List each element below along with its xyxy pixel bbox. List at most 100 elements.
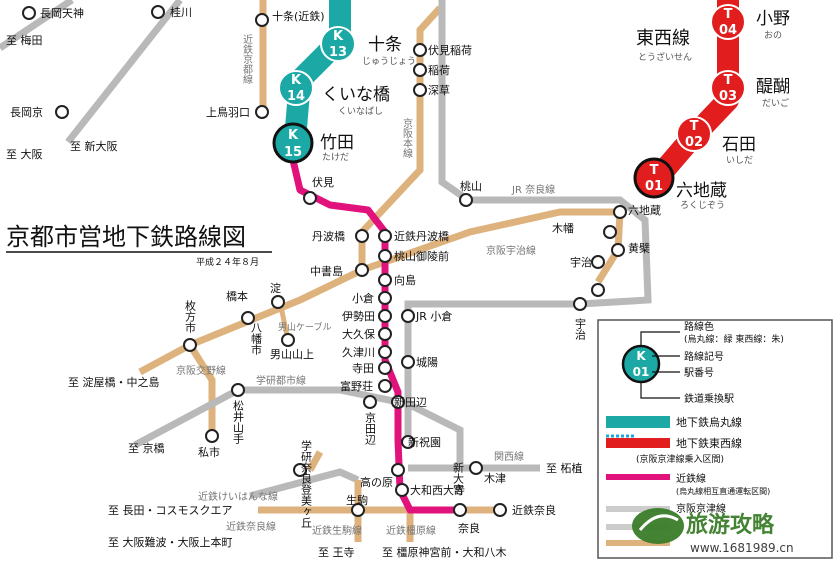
station-marker[interactable] xyxy=(241,311,255,325)
station-marker[interactable] xyxy=(355,229,369,243)
station-marker[interactable] xyxy=(453,503,467,517)
watermark-name: 旅游攻略 xyxy=(686,512,775,538)
station-marker[interactable] xyxy=(413,83,427,97)
station-marker[interactable] xyxy=(281,333,295,347)
station-label: JR 小倉 xyxy=(415,309,452,323)
station-number: 15 xyxy=(284,145,302,160)
station-label: 男山山上 xyxy=(270,348,314,361)
station-reading-takeda: たけだ xyxy=(322,152,349,163)
station-code: T xyxy=(650,163,659,178)
station-marker[interactable] xyxy=(255,13,269,27)
station-label: 富野荘 xyxy=(340,379,373,393)
station-marker[interactable] xyxy=(603,225,617,239)
line-label: 近鉄奈良線 xyxy=(226,520,276,533)
station-reading-ono: おの xyxy=(764,30,782,41)
station-marker[interactable] xyxy=(493,503,507,517)
station-marker[interactable] xyxy=(351,503,365,517)
station-marker[interactable] xyxy=(378,379,392,393)
station-marker[interactable] xyxy=(255,105,269,119)
station-marker[interactable] xyxy=(293,463,307,477)
station-marker[interactable] xyxy=(378,273,392,287)
station-marker[interactable] xyxy=(22,6,36,20)
station-label: 生駒 xyxy=(346,493,368,507)
station-marker[interactable] xyxy=(391,463,405,477)
station-marker[interactable] xyxy=(413,43,427,57)
station-marker[interactable] xyxy=(378,291,392,305)
station-label: 大久保 xyxy=(342,327,375,341)
station-marker[interactable] xyxy=(591,283,605,297)
station-label: 枚方市 xyxy=(184,299,197,334)
watermark-url: www.1681989.cn xyxy=(690,541,794,555)
keihan-katano-line xyxy=(187,343,216,430)
station-marker[interactable] xyxy=(378,345,392,359)
legend-private-swatch xyxy=(606,540,670,546)
station-label: 寺田 xyxy=(352,362,374,375)
legend-tozai-note: (京阪京津線乗入区間) xyxy=(636,453,724,465)
tozai-station-t01[interactable]: T 01 xyxy=(633,157,675,199)
station-marker[interactable] xyxy=(613,205,627,219)
station-marker[interactable] xyxy=(231,383,245,397)
station-code: K xyxy=(291,73,302,88)
station-label: 私市 xyxy=(198,445,220,459)
station-marker[interactable] xyxy=(401,355,415,369)
station-marker[interactable] xyxy=(401,309,415,323)
station-marker[interactable] xyxy=(363,395,377,409)
station-marker[interactable] xyxy=(378,309,392,323)
station-marker[interactable] xyxy=(355,263,369,277)
tozai-station-t03[interactable]: T 03 xyxy=(710,70,746,106)
line-label: 男山ケーブル xyxy=(278,321,331,333)
karasuma-station-k13[interactable]: K 13 xyxy=(320,26,356,62)
station-marker[interactable] xyxy=(55,105,69,119)
station-label: 深草 xyxy=(428,84,450,97)
station-marker[interactable] xyxy=(611,243,625,257)
line-label: JR 奈良線 xyxy=(511,183,555,196)
station-marker[interactable] xyxy=(151,5,165,19)
station-label: 新大宮 xyxy=(452,461,465,496)
station-number: 14 xyxy=(287,89,305,104)
destination-label: 至 淀屋橋・中之島 xyxy=(68,375,160,389)
station-marker[interactable] xyxy=(205,429,219,443)
station-label: 伏見 xyxy=(312,175,334,189)
station-marker[interactable] xyxy=(591,255,605,269)
destination-label: 至 橿原神宮前・大和八木 xyxy=(382,545,507,559)
tozai-station-t04[interactable]: T 04 xyxy=(710,4,746,40)
destination-label: 至 長田・コスモスクエア xyxy=(108,504,233,517)
legend-keihan: 京阪京津線 xyxy=(676,502,726,515)
station-marker[interactable] xyxy=(469,461,483,475)
station-label: 宇治 xyxy=(570,255,592,269)
station-label: 中書島 xyxy=(310,264,343,278)
karasuma-station-k15[interactable]: K 15 xyxy=(272,122,314,164)
station-marker[interactable] xyxy=(271,295,285,309)
station-marker[interactable] xyxy=(401,435,415,449)
legend-kintetsu: 近鉄線 xyxy=(676,472,706,485)
station-marker[interactable] xyxy=(391,395,405,409)
station-marker[interactable] xyxy=(303,191,317,205)
legend-line-color: 路線色 xyxy=(684,320,714,333)
station-marker[interactable] xyxy=(573,297,587,311)
station-reading-ishida: いしだ xyxy=(726,155,753,166)
destination-label: 至 大阪難波・大阪上本町 xyxy=(108,535,233,549)
station-reading-rokujizo: ろくじぞう xyxy=(680,200,725,211)
line-label: 学研都市線 xyxy=(256,374,306,387)
station-code: K xyxy=(288,128,299,143)
station-marker[interactable] xyxy=(378,229,392,243)
tozai-station-t02[interactable]: T 02 xyxy=(676,116,712,152)
station-marker[interactable] xyxy=(413,63,427,77)
station-label: 学研奈良登美ヶ丘 xyxy=(300,439,313,528)
station-marker[interactable] xyxy=(459,193,473,207)
station-marker[interactable] xyxy=(378,249,392,263)
station-marker[interactable] xyxy=(378,327,392,341)
legend-kintetsu-swatch xyxy=(606,474,670,480)
watermark-leaf-icon xyxy=(632,508,684,544)
station-label: 京田辺 xyxy=(364,411,377,445)
line-label: 近鉄生駒線 xyxy=(312,524,362,537)
karasuma-station-k14[interactable]: K 14 xyxy=(278,70,314,106)
station-marker[interactable] xyxy=(378,361,392,375)
station-marker[interactable] xyxy=(395,483,409,497)
station-name-ishida: 石田 xyxy=(722,135,756,155)
line-label: 京阪本線 xyxy=(401,117,413,158)
station-marker[interactable] xyxy=(183,338,197,352)
destination-label: 至 新大阪 xyxy=(70,139,118,153)
station-number: 02 xyxy=(685,135,703,150)
watermark: 旅游攻略 www.1681989.cn xyxy=(632,508,794,555)
